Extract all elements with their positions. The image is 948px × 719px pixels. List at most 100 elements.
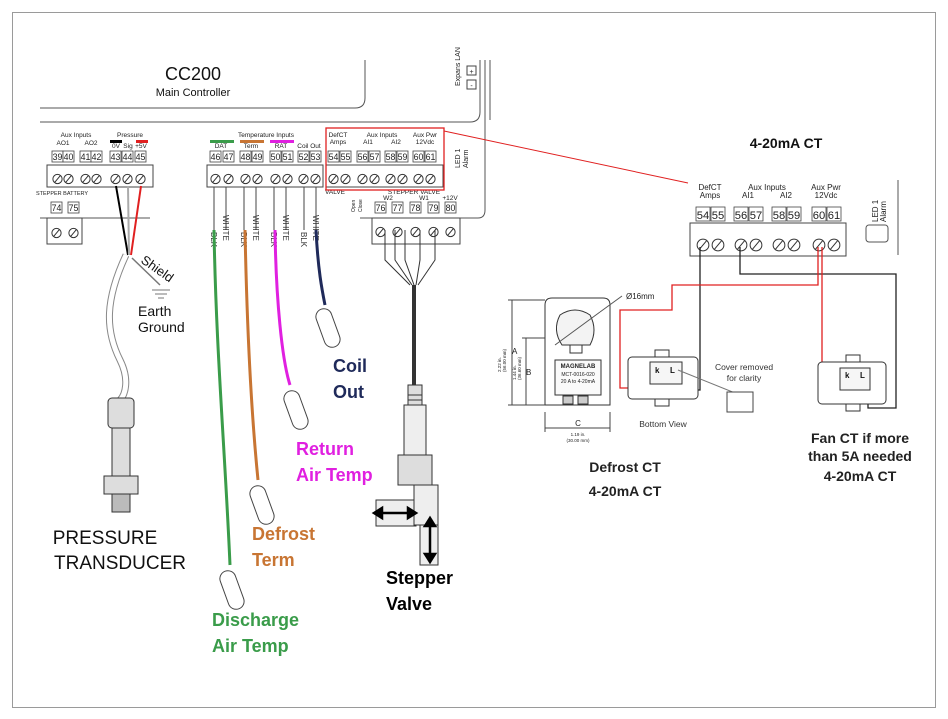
screw-icon[interactable] — [328, 173, 339, 185]
terminal-number: 50 — [271, 152, 281, 162]
screw-icon[interactable] — [812, 238, 826, 252]
terminal-number: 40 — [64, 152, 74, 162]
screw-icon[interactable] — [122, 173, 133, 185]
label-term: Term — [244, 143, 258, 150]
defrost-term-label-1: Defrost — [252, 524, 315, 544]
screw-icon[interactable] — [772, 238, 786, 252]
pressure-transducer-icon — [103, 397, 139, 513]
terminal-number: 54 — [697, 210, 709, 222]
screw-icon[interactable] — [734, 238, 748, 252]
terminal-number: 46 — [211, 152, 221, 162]
stepper-valve-icon — [375, 230, 439, 566]
wire-label-blk: BLK — [269, 232, 278, 248]
terminal-number: 79 — [429, 203, 439, 213]
screw-icon[interactable] — [223, 173, 234, 185]
screw-icon[interactable] — [310, 173, 321, 185]
screw-icon[interactable] — [270, 173, 281, 185]
ct-header-ai2: AI2 — [780, 191, 793, 200]
wire-label-white: WHITE — [311, 215, 320, 241]
screw-icon[interactable] — [340, 173, 351, 185]
screw-icon[interactable] — [252, 173, 263, 185]
screw-icon[interactable] — [428, 226, 439, 238]
screw-icon[interactable] — [425, 173, 436, 185]
stepper-valve-label-2: Valve — [386, 594, 432, 614]
expansion-plus: + — [469, 69, 473, 76]
terminal: 58 — [384, 150, 397, 185]
pressure-transducer-label-2: TRANSDUCER — [54, 553, 186, 574]
screw-icon[interactable] — [298, 173, 309, 185]
label-amps: Amps — [330, 139, 347, 146]
label-ai2: AI2 — [391, 139, 401, 146]
dim-b-label: B — [526, 368, 531, 377]
dim-c-value-1: 1.19 in. — [571, 432, 586, 437]
screw-icon[interactable] — [445, 226, 456, 238]
terminal: 57 — [368, 150, 381, 185]
dat-strip — [210, 140, 234, 143]
screw-icon[interactable] — [375, 226, 386, 238]
cover-note-2: for clarity — [727, 373, 762, 383]
terminal: 54 — [327, 150, 340, 185]
screw-icon[interactable] — [696, 238, 710, 252]
screw-icon[interactable] — [210, 173, 221, 185]
earth-ground-label-1: Earth — [138, 303, 171, 319]
screw-icon[interactable] — [410, 226, 421, 238]
screw-icon[interactable] — [282, 173, 293, 185]
ct-detail-title: 4-20mA CT — [750, 135, 823, 151]
terminal: 57 — [748, 206, 764, 252]
screw-icon[interactable] — [63, 173, 74, 185]
screw-icon[interactable] — [827, 238, 841, 252]
screw-icon[interactable] — [80, 173, 91, 185]
highlight-box — [325, 127, 445, 191]
screw-icon[interactable] — [392, 226, 403, 238]
screw-icon[interactable] — [711, 238, 725, 252]
screw-icon[interactable] — [369, 173, 380, 185]
terminal-number: 59 — [398, 152, 408, 162]
terminal: 75 — [67, 201, 80, 239]
cover-icon — [726, 391, 754, 413]
dim-b-value-1: 1.44 in. — [512, 365, 517, 380]
terminal-number: 49 — [253, 152, 263, 162]
terminal-block — [206, 164, 324, 188]
fan-ct-l: L — [860, 371, 865, 380]
screw-icon[interactable] — [240, 173, 251, 185]
temperature-probe-icon — [283, 390, 309, 430]
wire-label-blk: BLK — [239, 232, 248, 248]
terminal-number: 51 — [283, 152, 293, 162]
label-alarm: Alarm — [463, 150, 470, 168]
terminal-number: 55 — [712, 210, 724, 222]
terminal: 55 — [339, 150, 352, 185]
ct-rating: 20 A to 4-20mA — [561, 379, 596, 385]
terminal: 80 — [444, 201, 457, 238]
terminal-number: 44 — [123, 152, 133, 162]
dim-c-value-2: (30.00 mm) — [566, 438, 590, 443]
screw-icon[interactable] — [68, 227, 79, 239]
label-defct: DefCT — [329, 132, 348, 139]
terminal-number: 74 — [52, 203, 62, 213]
screw-icon[interactable] — [91, 173, 102, 185]
screw-icon[interactable] — [110, 173, 121, 185]
return-air-temp-label-1: Return — [296, 439, 354, 459]
earth-ground-label-2: Ground — [138, 319, 185, 335]
label-w2: W2 — [383, 195, 393, 202]
terminal-number: 56 — [358, 152, 368, 162]
ct-led-icon — [865, 224, 889, 243]
cover-note-1: Cover removed — [715, 362, 773, 372]
screw-icon[interactable] — [397, 173, 408, 185]
screw-icon[interactable] — [135, 173, 146, 185]
terminal-number: 52 — [299, 152, 309, 162]
screw-icon[interactable] — [787, 238, 801, 252]
screw-icon[interactable] — [357, 173, 368, 185]
controller-subtitle: Main Controller — [156, 87, 231, 99]
wire-label-white: WHITE — [251, 215, 260, 241]
terminal-number: 75 — [69, 203, 79, 213]
screw-icon[interactable] — [413, 173, 424, 185]
sensor-cable — [243, 229, 260, 481]
defrost-ct-label-2: 4-20mA CT — [589, 483, 662, 499]
screw-icon[interactable] — [51, 227, 62, 239]
expansion-minus-terminal — [466, 79, 477, 90]
screw-icon[interactable] — [385, 173, 396, 185]
screw-icon[interactable] — [749, 238, 763, 252]
flow-arrows-icon — [371, 505, 438, 565]
screw-icon[interactable] — [52, 173, 63, 185]
